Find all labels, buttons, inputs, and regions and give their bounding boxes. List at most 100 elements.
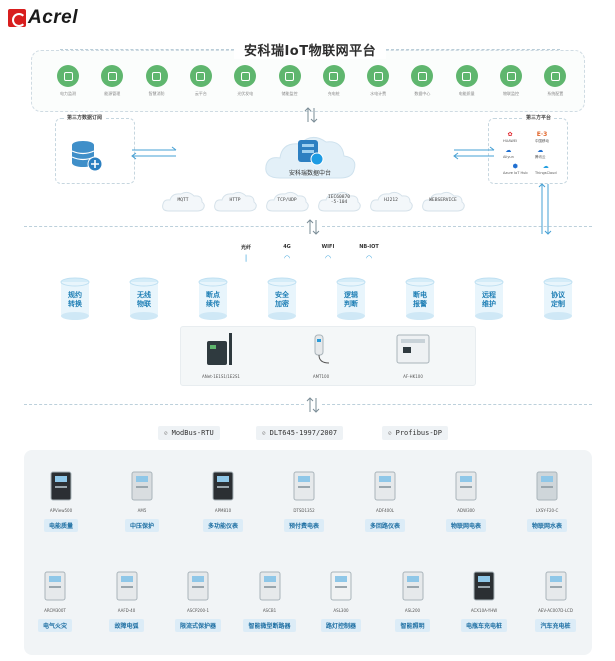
platform-name: ThingsCloud bbox=[535, 171, 557, 175]
device-image bbox=[393, 568, 433, 602]
field-protocol-button: ⊘DLT645-1997/2007 bbox=[256, 426, 344, 440]
platform-name: Aliyun bbox=[503, 155, 514, 159]
app-item[interactable]: 电能质量 bbox=[447, 65, 487, 97]
feature-label: 无线 物联 bbox=[137, 291, 151, 308]
device-model: AAFD-40 bbox=[117, 608, 136, 613]
app-label: 云平台 bbox=[194, 91, 207, 96]
app-label: 物联监控 bbox=[503, 91, 519, 96]
device-item: ARCM300T 电气火灾 bbox=[18, 568, 92, 632]
device-category-tag: 限流式保护器 bbox=[174, 619, 221, 632]
device-category-tag: 多回路仪表 bbox=[364, 519, 405, 532]
left-exchange-arrow-icon bbox=[131, 146, 177, 160]
device-image bbox=[464, 568, 504, 602]
wireless-icon: ◠ bbox=[324, 254, 332, 262]
protocol-label: WEBSERVICE bbox=[429, 198, 457, 203]
app-item[interactable]: 储能监控 bbox=[270, 65, 310, 97]
device-category-tag: 物联网电表 bbox=[445, 519, 486, 532]
feature-cylinder: 协议 定制 bbox=[542, 277, 574, 321]
divider-line bbox=[322, 404, 592, 405]
device-model: APM810 bbox=[214, 508, 232, 513]
feature-label: 安全 加密 bbox=[275, 291, 289, 308]
feature-cylinder: 逻辑 判断 bbox=[335, 277, 367, 321]
third-party-subscription-box: 第三方数据订阅 bbox=[55, 114, 135, 184]
solar-panel-icon bbox=[234, 65, 257, 87]
device-image bbox=[250, 568, 290, 602]
device-model: ASL300 bbox=[333, 608, 349, 613]
gateway-device: AF-HK100 bbox=[391, 331, 435, 379]
device-model: ASCB1 bbox=[262, 608, 277, 613]
device-image bbox=[203, 468, 243, 502]
platform-logo-icon: ☁ bbox=[537, 147, 544, 154]
platform-logo-icon: E·3 bbox=[536, 131, 548, 138]
app-label: 能源管理 bbox=[104, 91, 121, 96]
device-category-tag: 预付费电表 bbox=[283, 519, 324, 532]
device-image bbox=[107, 568, 147, 602]
app-item[interactable]: 电力监测 bbox=[48, 65, 88, 97]
platform-logo-icon: ☁ bbox=[505, 147, 512, 154]
device-image bbox=[365, 468, 405, 502]
charger-icon bbox=[322, 65, 345, 87]
app-label: 智慧消防 bbox=[148, 91, 165, 96]
comm-label: NB-IOT bbox=[359, 244, 379, 250]
acrel-logo: Acrel bbox=[8, 6, 78, 30]
feature-label: 远程 维护 bbox=[482, 291, 496, 308]
device-category-tag: 电气火灾 bbox=[37, 619, 72, 632]
gateway-model: AMT100 bbox=[312, 374, 330, 379]
app-label: 储能监控 bbox=[281, 91, 298, 96]
app-item[interactable]: 光伏发电 bbox=[225, 65, 265, 97]
platform-logo: ☁腾讯云 bbox=[535, 147, 546, 160]
cloud-icon bbox=[265, 137, 356, 179]
bidirectional-arrow-icon bbox=[306, 219, 320, 235]
protocol-label: IEC60870 -5-104 bbox=[327, 195, 351, 205]
platform-logo: ☁ThingsCloud bbox=[535, 163, 557, 175]
power-monitor-icon bbox=[57, 65, 79, 87]
comm-label: WIFI bbox=[321, 244, 335, 250]
platform-logo-icon: ✿ bbox=[507, 131, 513, 138]
field-protocol-label: Profibus-DP bbox=[395, 429, 442, 437]
app-item[interactable]: 数据中心 bbox=[402, 65, 442, 97]
cloud-icon bbox=[189, 65, 212, 87]
feature-cylinder: 断电 报警 bbox=[404, 277, 436, 321]
platform-logo: ☁Aliyun bbox=[503, 147, 514, 159]
app-label: 数据中心 bbox=[414, 91, 431, 96]
device-model: AM5 bbox=[137, 508, 147, 513]
app-item[interactable]: 智慧消防 bbox=[137, 65, 177, 97]
device-image bbox=[35, 568, 75, 602]
field-protocol-label: DLT645-1997/2007 bbox=[269, 429, 338, 437]
app-label: 水电计费 bbox=[370, 91, 387, 96]
device-category-tag: 物联网水表 bbox=[526, 519, 567, 532]
device-image bbox=[446, 468, 486, 502]
cabinet-icon bbox=[391, 331, 435, 371]
comm-label: 4G bbox=[283, 244, 291, 250]
device-image bbox=[122, 468, 162, 502]
protocol-label: TCP/UDP bbox=[277, 198, 297, 203]
feature-label: 断电 报警 bbox=[413, 291, 427, 308]
gateway-device: ANet-1E1S1/1E2S1 bbox=[199, 331, 243, 379]
protocol-label: MQTT bbox=[177, 198, 189, 203]
device-model: ACX10A-YHW bbox=[470, 608, 498, 613]
app-item[interactable]: 系统配置 bbox=[535, 65, 575, 97]
link-icon: ⊘ bbox=[262, 429, 266, 437]
app-label: 光伏发电 bbox=[237, 91, 254, 96]
device-category-tag: 电能质量 bbox=[43, 519, 78, 532]
third-party-platform-label: 第三方平台 bbox=[523, 114, 555, 121]
platform-name: 中国移动 bbox=[535, 139, 549, 143]
device-model: ARCM300T bbox=[44, 608, 66, 613]
app-item[interactable]: 充电桩 bbox=[314, 65, 354, 97]
app-item[interactable]: 云平台 bbox=[181, 65, 221, 97]
platform-logo-icon: ⬢ bbox=[512, 163, 518, 170]
database-icon bbox=[71, 141, 103, 172]
feature-cylinder: 规约 转换 bbox=[59, 277, 91, 321]
protocol-cloud: HJ212 bbox=[368, 190, 414, 214]
app-label: 电力监测 bbox=[60, 91, 76, 96]
app-item[interactable]: 能源管理 bbox=[92, 65, 132, 97]
app-item[interactable]: 水电计费 bbox=[358, 65, 398, 97]
app-item[interactable]: 物联监控 bbox=[491, 65, 531, 97]
platform-name: HUAWEI bbox=[503, 139, 518, 143]
gateway-device: AMT100 bbox=[299, 331, 343, 379]
